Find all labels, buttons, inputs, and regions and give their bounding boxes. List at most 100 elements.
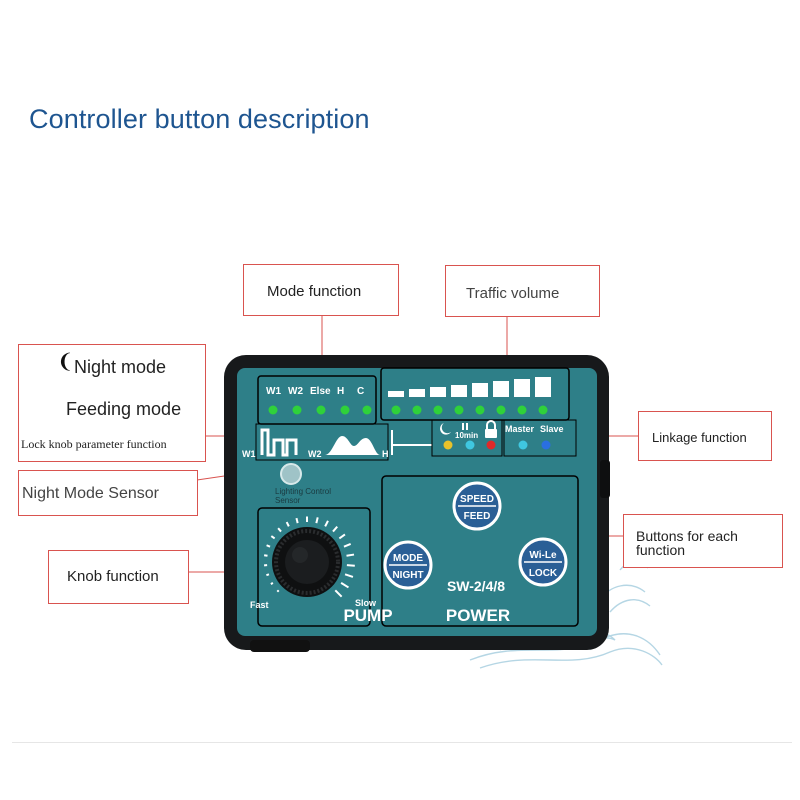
lock-led-red xyxy=(486,440,496,450)
knob-tick xyxy=(338,533,346,540)
fast-label: Fast xyxy=(250,600,269,610)
wile-label: Wi-Le xyxy=(529,550,557,561)
callout-night-mode-text: Night mode xyxy=(74,357,167,377)
waveform-strip xyxy=(255,423,432,461)
mode-label-else: Else xyxy=(310,386,331,397)
callout-traffic-volume-text: Traffic volume xyxy=(466,285,560,302)
timer-label: 10min xyxy=(455,431,478,440)
knob-tick xyxy=(344,573,354,578)
volume-led xyxy=(538,405,548,415)
callout-buttons-line2: function xyxy=(636,542,686,558)
wile-lock-button[interactable]: Wi-Le LOCK xyxy=(518,537,568,587)
pump-label: PUMP xyxy=(343,606,392,625)
knob-tick xyxy=(340,582,350,589)
wave-label-w1: W1 xyxy=(242,449,256,459)
knob-tick xyxy=(295,517,299,524)
page-title: Controller button description xyxy=(29,104,370,134)
mode-label-c: C xyxy=(357,386,364,397)
moon-glyph-icon: ❨ xyxy=(57,351,74,373)
speed-feed-button[interactable]: SPEED FEED xyxy=(452,481,502,531)
bottom-foot xyxy=(250,640,310,652)
knob-tick xyxy=(334,589,343,598)
knob-tick xyxy=(266,573,270,577)
linkage-strip xyxy=(503,419,577,457)
volume-led xyxy=(433,405,443,415)
lock-label: LOCK xyxy=(529,568,558,579)
volume-led xyxy=(475,405,485,415)
mode-led xyxy=(292,405,302,415)
night-label: NIGHT xyxy=(392,570,423,581)
power-label: POWER xyxy=(446,606,510,625)
callout-mode-function-text: Mode function xyxy=(267,283,362,300)
knob-tick xyxy=(315,517,319,524)
callout-night-sensor: Night Mode Sensor xyxy=(18,470,198,516)
knob-tick xyxy=(266,544,271,548)
model-label: SW-2/4/8 xyxy=(447,578,505,594)
night-led-yellow xyxy=(443,440,453,450)
night-mode-sensor xyxy=(280,463,302,485)
side-port xyxy=(600,460,610,498)
mode-leds xyxy=(268,405,372,415)
master-led-cyan xyxy=(518,440,528,450)
knob-tick xyxy=(324,520,329,527)
callout-buttons-function: Buttons for each function xyxy=(623,514,783,568)
mode-labels: W1 W2 Else H C xyxy=(266,386,364,397)
callout-mode-function: Mode function xyxy=(243,264,399,316)
mode-label: MODE xyxy=(393,553,423,564)
wave-label-h: H xyxy=(382,449,389,459)
volume-leds xyxy=(391,405,548,415)
volume-bar xyxy=(451,385,467,397)
volume-bar xyxy=(493,381,509,397)
lock-icon xyxy=(485,420,497,438)
timer-led-cyan xyxy=(465,440,475,450)
volume-bars xyxy=(388,377,551,397)
night-lock-strip xyxy=(431,419,503,457)
callout-night-feeding-lock: ❨ Night mode Feeding mode Lock knob para… xyxy=(18,344,206,462)
knob-tick xyxy=(332,525,338,533)
mode-label-w1: W1 xyxy=(266,386,281,397)
sensor-text-1: Lighting Control xyxy=(275,487,331,496)
knob-tick xyxy=(285,521,290,527)
volume-bar xyxy=(409,389,425,397)
callout-buttons-line1: Buttons for each xyxy=(636,528,738,544)
knob-area xyxy=(257,507,371,627)
pump-knob[interactable] xyxy=(272,527,342,597)
mode-led xyxy=(362,405,372,415)
callout-traffic-volume: Traffic volume xyxy=(445,265,600,317)
speed-label: SPEED xyxy=(460,494,494,505)
mode-label-h: H xyxy=(337,386,344,397)
bottom-divider xyxy=(12,742,792,743)
mode-night-button[interactable]: MODE NIGHT xyxy=(383,540,433,590)
volume-led xyxy=(391,405,401,415)
crescent-moon-icon xyxy=(440,423,451,435)
wave-label-w2: W2 xyxy=(308,449,322,459)
mode-led xyxy=(268,405,278,415)
mode-label-w2: W2 xyxy=(288,386,303,397)
volume-bar xyxy=(535,377,551,397)
volume-led xyxy=(412,405,422,415)
volume-led xyxy=(454,405,464,415)
slow-label: Slow xyxy=(355,598,377,608)
volume-bar xyxy=(514,379,530,397)
volume-led xyxy=(496,405,506,415)
slave-led-blue xyxy=(541,440,551,450)
knob-tick xyxy=(277,527,282,533)
wave-labels: W1 W2 H xyxy=(242,449,389,459)
knob-tick xyxy=(346,564,355,567)
callout-knob-function-text: Knob function xyxy=(67,568,159,585)
feed-label: FEED xyxy=(464,511,491,522)
volume-bar xyxy=(472,383,488,397)
callout-linkage-function-text: Linkage function xyxy=(652,430,747,445)
pause-icon xyxy=(462,423,468,430)
callout-lock-knob-text: Lock knob parameter function xyxy=(21,437,167,451)
volume-led xyxy=(517,405,527,415)
callout-night-sensor-text: Night Mode Sensor xyxy=(22,485,159,502)
slave-label: Slave xyxy=(540,424,564,434)
knob-tick xyxy=(343,542,352,548)
master-label: Master xyxy=(505,424,535,434)
mode-led xyxy=(316,405,326,415)
knob-ticks xyxy=(263,516,355,598)
volume-bar xyxy=(388,391,404,397)
callout-feeding-mode-text: Feeding mode xyxy=(66,399,182,419)
knob-tick xyxy=(346,553,355,557)
